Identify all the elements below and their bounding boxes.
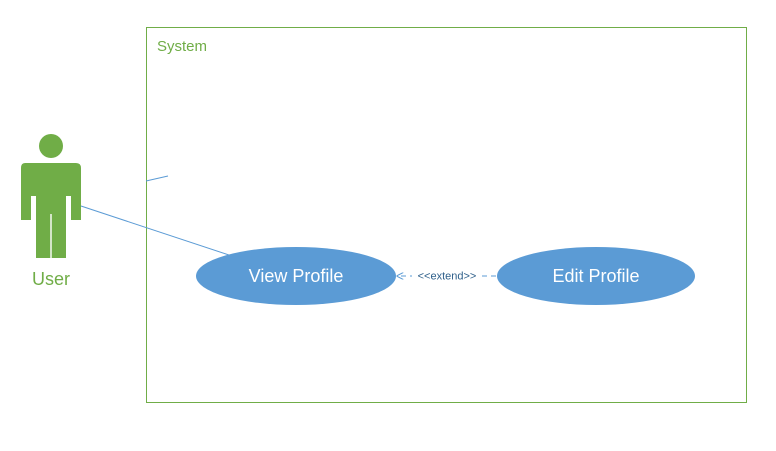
actor-head [39,134,63,158]
actor-body [21,163,81,258]
extend-label-background [412,267,482,283]
actor-user[interactable] [21,134,81,258]
use-case-edit-profile[interactable]: Edit Profile [497,247,695,305]
extend-label: <<extend>> [418,271,477,283]
view-profile-label: View Profile [249,266,344,286]
boundary-tick [145,175,169,182]
view-profile-ellipse [196,247,396,305]
use-case-view-profile[interactable]: View Profile [196,247,396,305]
system-label: System [157,38,207,55]
actor-label: User [32,269,70,289]
association-line [80,205,233,257]
edit-profile-label: Edit Profile [552,266,639,286]
system-boundary [146,27,747,403]
edit-profile-ellipse [497,247,695,305]
